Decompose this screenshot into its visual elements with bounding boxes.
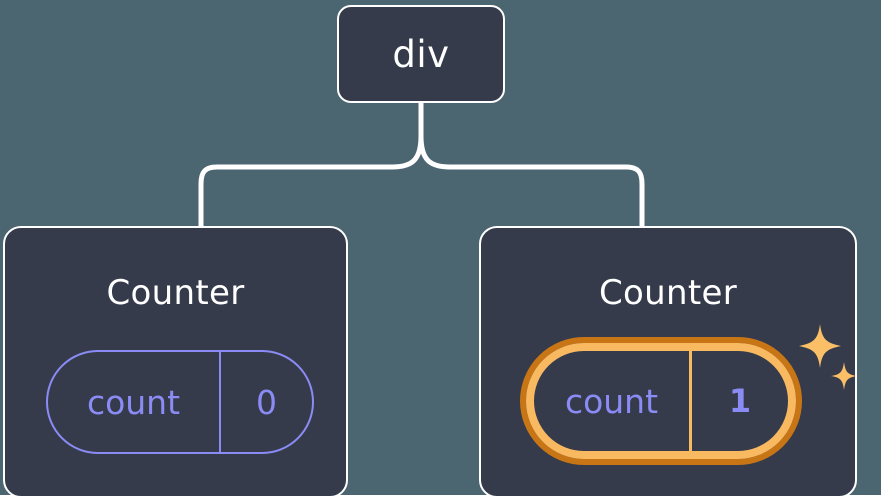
state-key-label-left: count bbox=[86, 382, 181, 422]
root-node-label: div bbox=[392, 32, 450, 76]
state-key-cell-left: count bbox=[48, 352, 221, 452]
sparkle-large-icon bbox=[799, 324, 841, 368]
state-value-cell-right: 1 bbox=[692, 351, 788, 451]
state-pill-right-content: count 1 bbox=[534, 351, 788, 451]
component-title-right: Counter bbox=[599, 273, 737, 313]
highlight-ring-inner bbox=[526, 343, 796, 459]
sparkles-icon bbox=[799, 324, 857, 390]
state-value-cell-left: 0 bbox=[221, 352, 312, 452]
sparkle-small-icon bbox=[831, 362, 857, 390]
state-key-cell-right: count bbox=[534, 351, 692, 451]
node-counter-right[interactable]: Counter count 1 bbox=[479, 226, 857, 498]
node-counter-left[interactable]: Counter count 0 bbox=[3, 226, 348, 498]
state-key-label-right: count bbox=[564, 381, 659, 421]
node-root-div[interactable]: div bbox=[337, 5, 505, 103]
state-value-label-left: 0 bbox=[256, 382, 277, 422]
state-value-label-right: 1 bbox=[728, 382, 752, 420]
component-title-left: Counter bbox=[106, 273, 245, 313]
highlight-ring-outer bbox=[520, 337, 802, 465]
connector-branch-left bbox=[198, 133, 424, 229]
state-pill-left[interactable]: count 0 bbox=[46, 350, 314, 454]
connector-branch-right bbox=[418, 133, 645, 229]
state-pill-right[interactable]: count 1 bbox=[520, 337, 802, 465]
